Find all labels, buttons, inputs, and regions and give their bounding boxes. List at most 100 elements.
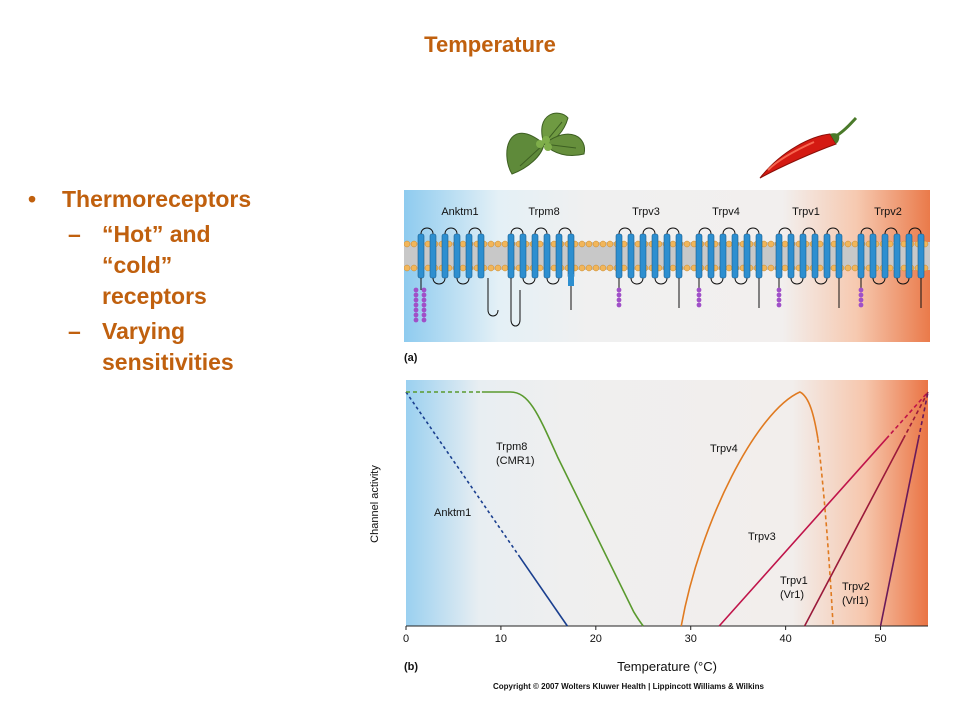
ankyrin-repeat <box>776 287 782 293</box>
sub-bullet-item: – Varying sensitivities <box>68 316 262 378</box>
channel-label: Trpv2 <box>874 206 902 218</box>
lipid-head <box>725 264 733 272</box>
helix <box>543 233 551 279</box>
helix <box>881 233 889 279</box>
channel-trpv4 <box>695 227 763 308</box>
helix <box>743 233 751 279</box>
lipid-head <box>683 240 691 248</box>
helix-loop <box>642 227 656 235</box>
ankyrin-repeat <box>421 302 427 308</box>
helix <box>627 233 635 279</box>
lipid-head <box>459 264 467 272</box>
lipid-head <box>494 264 502 272</box>
helix <box>707 233 715 279</box>
helix <box>663 233 671 279</box>
lipid-head <box>599 240 607 248</box>
lipid-head <box>606 264 614 272</box>
x-tick-label: 30 <box>685 633 697 645</box>
helix <box>811 233 819 279</box>
curve-trpv2 <box>917 391 929 439</box>
ankyrin-repeat <box>858 292 864 298</box>
lipid-head <box>410 240 418 248</box>
helix-loop <box>790 277 804 285</box>
sub-bullet-dash: – <box>68 221 81 247</box>
helix-loop <box>510 227 524 235</box>
helix <box>787 233 795 279</box>
curve-trpv4 <box>680 391 819 627</box>
helix-loop <box>908 227 922 235</box>
ankyrin-repeat <box>421 297 427 303</box>
panel-b-label: (b) <box>404 661 418 673</box>
ankyrin-repeat <box>616 292 622 298</box>
ankyrin-repeat <box>858 297 864 303</box>
ankyrin-repeat <box>616 297 622 303</box>
helix-loop <box>666 227 680 235</box>
helix-loop <box>746 227 760 235</box>
x-tick-label: 40 <box>780 633 792 645</box>
helix <box>823 233 831 279</box>
bullet-dot: • <box>28 186 37 212</box>
curve-label-anktm1: Anktm1 <box>434 507 471 519</box>
ankyrin-repeat <box>421 287 427 293</box>
channel-label: Anktm1 <box>441 206 478 218</box>
helix-loop <box>432 277 446 285</box>
ankyrin-repeat <box>421 317 427 323</box>
x-tick-label: 0 <box>403 633 409 645</box>
lipid-head <box>683 264 691 272</box>
lipid-head <box>851 264 859 272</box>
curve-trpv1 <box>902 391 929 440</box>
helix-loop <box>654 277 668 285</box>
channel-proteins <box>413 227 925 327</box>
helix-loop <box>872 277 886 285</box>
helix-loop <box>698 227 712 235</box>
lipid-head <box>578 264 586 272</box>
helix <box>567 233 575 279</box>
helix <box>477 233 485 279</box>
lipid-head <box>410 264 418 272</box>
lipid-head <box>669 240 677 248</box>
ankyrin-repeat <box>858 302 864 308</box>
lipid-head <box>669 264 677 272</box>
x-tick-label: 50 <box>874 633 886 645</box>
lipid-head <box>781 264 789 272</box>
helix-loop <box>884 227 898 235</box>
lipid-head <box>404 264 411 272</box>
curve-label-trpv3: Trpv3 <box>748 531 776 543</box>
bullet-list: • Thermoreceptors – “Hot” and “cold” rec… <box>28 184 262 378</box>
panel-a-label: (a) <box>404 352 418 364</box>
helix <box>857 233 865 279</box>
helix-loop <box>778 227 792 235</box>
curve-label-trpv2: Trpv2 <box>842 581 870 593</box>
lipid-head <box>781 240 789 248</box>
helix-loop <box>534 227 548 235</box>
sub-bullet-dash: – <box>68 318 81 344</box>
helix-loop <box>420 227 434 235</box>
helix-loop <box>558 227 572 235</box>
curve-anktm1 <box>519 556 569 627</box>
curve-label-trpv2-alias: (Vrl1) <box>842 595 868 607</box>
channel-trpv3 <box>615 227 683 308</box>
curve-label-trpv1: Trpv1 <box>780 575 808 587</box>
ankyrin-repeat <box>696 292 702 298</box>
ankyrin-repeat <box>696 297 702 303</box>
bullet-item: • Thermoreceptors <box>28 184 262 215</box>
helix <box>719 233 727 279</box>
lipid-head <box>606 240 614 248</box>
channel-trpv2 <box>857 227 925 308</box>
ankyrin-repeat <box>776 302 782 308</box>
tail <box>487 278 499 317</box>
ankyrin-repeat <box>413 287 419 293</box>
bullet-main-text: Thermoreceptors <box>62 186 252 212</box>
channel-label: Trpv4 <box>712 206 740 218</box>
ankyrin-repeat <box>413 297 419 303</box>
lipid-head <box>585 240 593 248</box>
curve-trpv2 <box>879 438 920 627</box>
x-tick-label: 10 <box>495 633 507 645</box>
helix <box>417 233 425 279</box>
ankyrin-repeat <box>616 302 622 308</box>
helix-loop <box>722 227 736 235</box>
helix <box>775 233 783 279</box>
helix-loop <box>456 277 470 285</box>
helix <box>675 233 683 279</box>
lipid-head <box>501 264 509 272</box>
